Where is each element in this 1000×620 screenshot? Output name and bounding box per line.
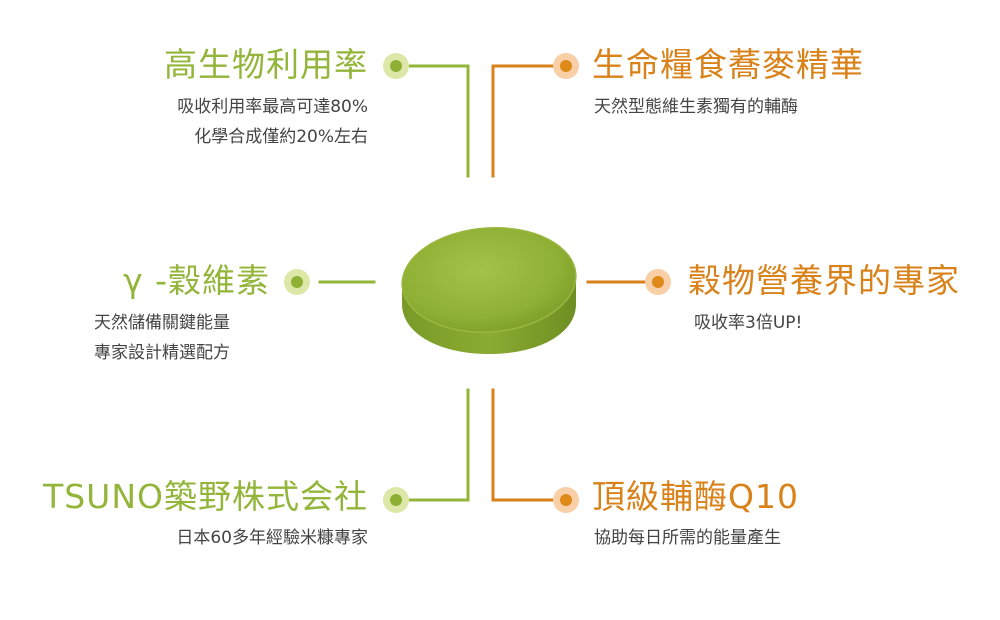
connector-top-left — [408, 64, 470, 178]
feature-desc-line: 吸收率3倍UP! — [694, 313, 803, 333]
feature-title-bottom-right: 頂級輔酶Q10 — [592, 477, 799, 516]
feature-title-bottom-left: TSUNO築野株式会社 — [43, 477, 368, 516]
feature-desc-line: 專家設計精選配方 — [94, 343, 230, 363]
feature-desc-line: 吸收利用率最高可達80% — [177, 97, 368, 117]
feature-desc-line: 化學合成僅約20%左右 — [194, 127, 368, 147]
bullet-dot-top-right — [553, 53, 579, 79]
feature-title-middle-left: γ -穀維素 — [123, 261, 270, 300]
feature-desc-bottom-right: 協助每日所需的能量產生 — [594, 523, 781, 553]
feature-title-top-left: 高生物利用率 — [164, 45, 368, 84]
tablet-illustration — [401, 227, 577, 354]
feature-desc-top-right: 天然型態維生素獨有的輔酶 — [594, 92, 798, 122]
bullet-dot-middle-left — [284, 269, 310, 295]
feature-desc-middle-right: 吸收率3倍UP! — [694, 308, 802, 338]
feature-title-middle-right: 穀物營養界的專家 — [688, 261, 960, 300]
connector-bottom-left — [408, 388, 470, 502]
bullet-dot-top-left — [383, 53, 409, 79]
feature-desc-line: 日本60多年經驗米糠專家 — [176, 528, 368, 548]
feature-desc-bottom-left: 日本60多年經驗米糠專家 — [176, 523, 368, 553]
feature-desc-middle-left: 天然儲備關鍵能量 專家設計精選配方 — [94, 308, 230, 368]
feature-desc-line: 天然型態維生素獨有的輔酶 — [594, 97, 798, 117]
bullet-dot-bottom-right — [553, 487, 579, 513]
connector-bottom-right — [491, 388, 556, 502]
feature-desc-top-left: 吸收利用率最高可達80% 化學合成僅約20%左右 — [177, 92, 368, 152]
feature-desc-line: 協助每日所需的能量產生 — [594, 528, 781, 548]
bullet-dot-middle-right — [645, 269, 671, 295]
feature-title-top-right: 生命糧食蕎麥精華 — [592, 45, 864, 84]
connector-top-right — [491, 64, 556, 178]
bullet-dot-bottom-left — [383, 487, 409, 513]
feature-desc-line: 天然儲備關鍵能量 — [94, 313, 230, 333]
